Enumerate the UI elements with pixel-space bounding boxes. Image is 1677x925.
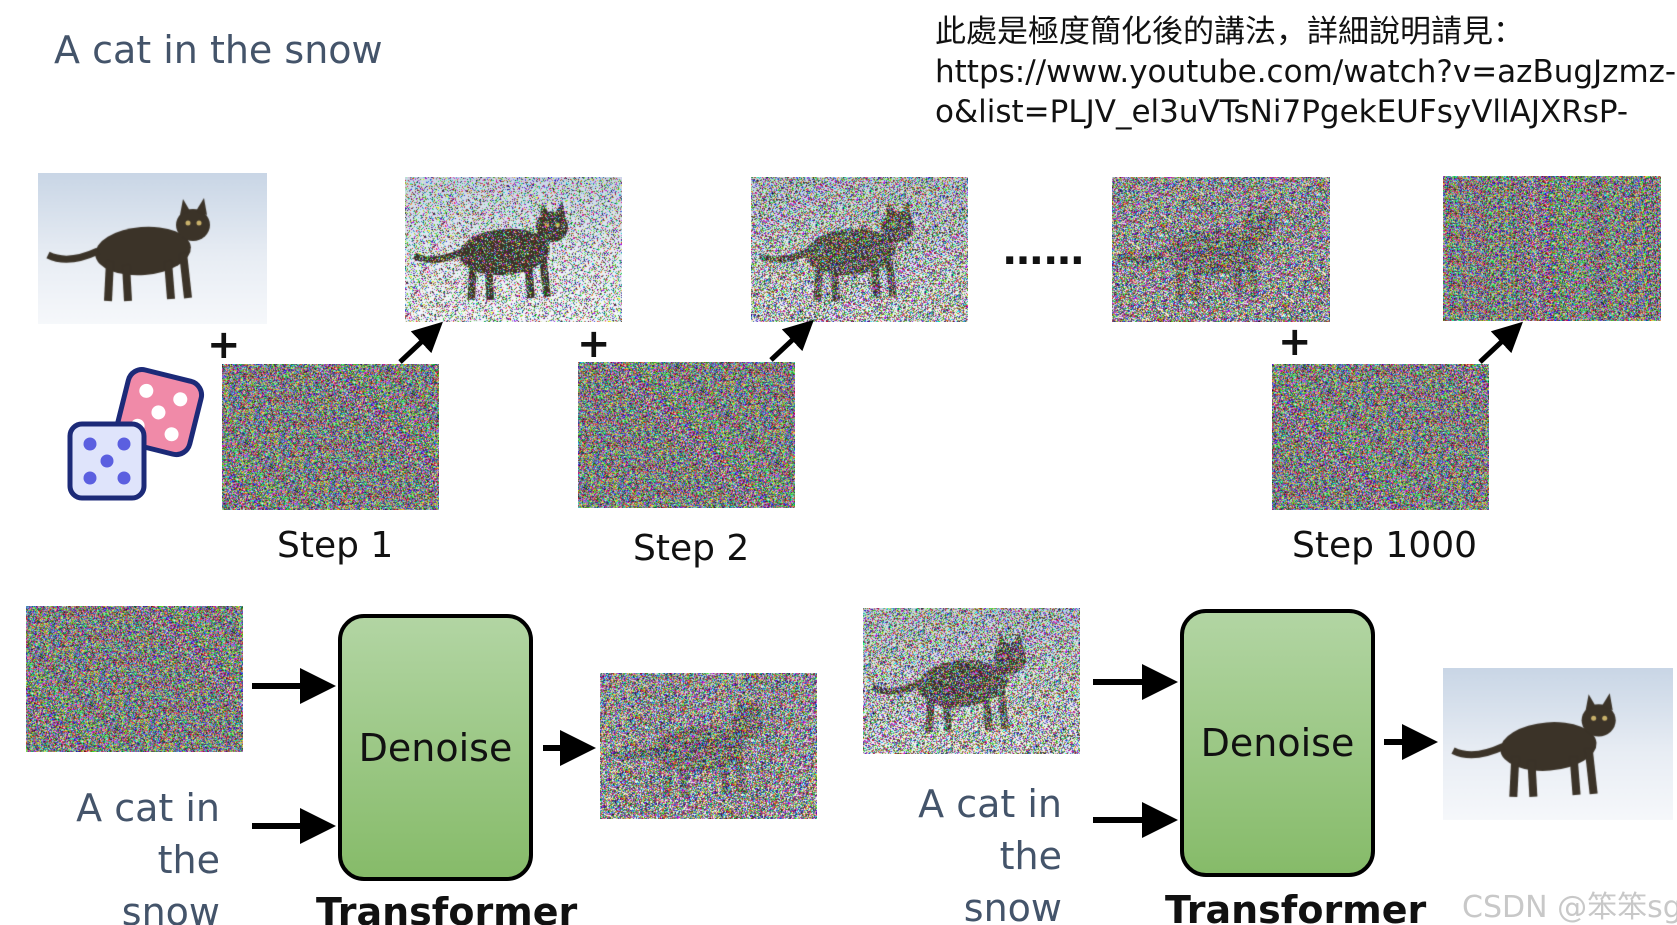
prompt-line: snow xyxy=(121,890,220,925)
prompt-line: A cat in the xyxy=(918,782,1062,878)
denoise-block: Denoise xyxy=(1180,609,1375,877)
output-clean-cat xyxy=(1443,668,1673,820)
noise-sample-step1000 xyxy=(1272,364,1489,510)
cat-image-clean xyxy=(38,173,267,324)
prompt-line: snow xyxy=(963,886,1062,925)
cat-image-noisy-step2 xyxy=(751,177,968,322)
step-label: Step 1000 xyxy=(1292,525,1478,566)
transformer-label: Transformer xyxy=(1165,888,1427,925)
note-line: https://www.youtube.com/watch?v=azBugJzm… xyxy=(935,54,1677,90)
arrow-icon xyxy=(398,321,443,364)
pure-noise-image xyxy=(1443,176,1661,321)
step-label: Step 1 xyxy=(277,525,394,566)
plus-sign: + xyxy=(577,321,611,367)
transformer-label: Transformer xyxy=(316,890,578,925)
note-line: o&list=PLJV_el3uVTsNi7PgekEUFsyVllAJXRsP… xyxy=(935,94,1629,130)
arrow-icon xyxy=(769,319,814,362)
noise-sample-step2 xyxy=(578,362,795,508)
prompt-line: A cat in the xyxy=(76,786,220,882)
dice-icon xyxy=(67,367,205,501)
cat-image-noisy-late xyxy=(1112,177,1330,322)
output-noisy-cat xyxy=(600,673,817,819)
arrow-icon xyxy=(1478,321,1523,364)
plus-sign: + xyxy=(207,322,241,368)
ellipsis: …… xyxy=(1003,228,1085,274)
prompt-text: A cat in the snow xyxy=(20,782,220,925)
note-line: 此處是極度簡化後的講法，詳細說明請見： xyxy=(935,14,1524,50)
input-noisy-cat xyxy=(863,608,1080,754)
page-title: A cat in the snow xyxy=(54,28,383,72)
watermark: CSDN @笨笨sg xyxy=(1462,890,1677,925)
reference-note: 此處是極度簡化後的講法，詳細說明請見： https://www.youtube.… xyxy=(935,12,1676,132)
denoise-block: Denoise xyxy=(338,614,533,881)
prompt-text: A cat in the snow xyxy=(862,778,1062,925)
step-label: Step 2 xyxy=(633,528,750,569)
denoise-label: Denoise xyxy=(1200,721,1355,765)
cat-image-noisy-step1 xyxy=(405,177,622,322)
denoise-label: Denoise xyxy=(358,725,513,770)
input-noise-image xyxy=(26,606,243,752)
plus-sign: + xyxy=(1278,319,1312,365)
noise-sample-step1 xyxy=(222,364,439,510)
